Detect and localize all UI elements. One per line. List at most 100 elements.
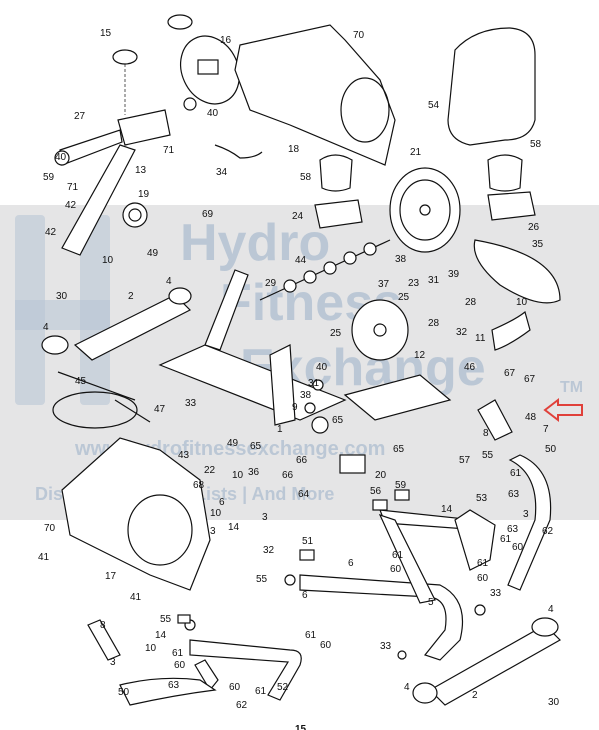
svg-text:29: 29 xyxy=(265,278,277,289)
svg-text:61: 61 xyxy=(255,686,267,697)
endcap-part-4-front xyxy=(41,335,69,355)
svg-text:71: 71 xyxy=(67,182,79,193)
svg-text:18: 18 xyxy=(288,144,300,155)
svg-text:47: 47 xyxy=(154,404,166,415)
svg-text:61: 61 xyxy=(172,648,184,659)
svg-text:60: 60 xyxy=(512,542,524,553)
svg-text:30: 30 xyxy=(548,697,560,708)
svg-text:8: 8 xyxy=(100,620,106,631)
seat-frame-part-5 xyxy=(299,509,482,661)
handle-part-50-left xyxy=(119,677,217,706)
svg-text:9: 9 xyxy=(292,402,298,413)
endcap-part-4-rear-left xyxy=(412,682,438,704)
watermark-line1: Hydro xyxy=(180,214,330,272)
svg-text:40: 40 xyxy=(316,362,328,373)
svg-text:43: 43 xyxy=(178,450,190,461)
bolt-part-47 xyxy=(114,399,151,423)
svg-text:48: 48 xyxy=(525,412,537,423)
svg-text:63: 63 xyxy=(507,524,519,535)
pedal-part-26 xyxy=(487,191,536,221)
svg-text:20: 20 xyxy=(375,470,387,481)
svg-text:30: 30 xyxy=(56,291,68,302)
svg-text:60: 60 xyxy=(320,640,332,651)
svg-text:27: 27 xyxy=(74,111,86,122)
svg-text:35: 35 xyxy=(532,239,544,250)
svg-text:10: 10 xyxy=(516,297,528,308)
svg-text:62: 62 xyxy=(236,700,248,711)
endcap-part-4-rear-right xyxy=(531,617,559,637)
svg-text:40: 40 xyxy=(55,152,67,163)
svg-text:3: 3 xyxy=(262,512,268,523)
svg-text:42: 42 xyxy=(45,227,57,238)
svg-text:2: 2 xyxy=(472,690,478,701)
flywheel-part-21 xyxy=(389,167,461,253)
svg-text:40: 40 xyxy=(207,108,219,119)
seat-back-part-54 xyxy=(447,27,536,146)
svg-text:57: 57 xyxy=(459,455,471,466)
nut-part-40 xyxy=(183,97,197,111)
knob-part-19 xyxy=(122,202,148,228)
svg-text:10: 10 xyxy=(210,508,222,519)
svg-text:56: 56 xyxy=(370,486,382,497)
svg-text:25: 25 xyxy=(330,328,342,339)
svg-text:70: 70 xyxy=(353,30,365,41)
svg-text:32: 32 xyxy=(263,545,275,556)
svg-text:36: 36 xyxy=(248,467,260,478)
pedal-part-24 xyxy=(314,199,363,229)
tube-part-8-right xyxy=(477,399,513,441)
svg-text:5: 5 xyxy=(428,597,434,608)
svg-text:58: 58 xyxy=(300,172,312,183)
svg-text:49: 49 xyxy=(227,438,239,449)
svg-text:23: 23 xyxy=(408,278,420,289)
svg-text:41: 41 xyxy=(38,552,50,563)
svg-text:65: 65 xyxy=(332,415,344,426)
svg-text:66: 66 xyxy=(296,455,308,466)
stabilizer-part-2-front xyxy=(73,294,192,361)
svg-text:61: 61 xyxy=(477,558,489,569)
svg-text:33: 33 xyxy=(490,588,502,599)
svg-text:41: 41 xyxy=(130,592,142,603)
seat-part-12 xyxy=(343,374,452,421)
svg-text:21: 21 xyxy=(410,147,422,158)
svg-text:61: 61 xyxy=(392,550,404,561)
svg-text:24: 24 xyxy=(292,211,304,222)
svg-text:4: 4 xyxy=(166,276,172,287)
upright-part-13 xyxy=(54,109,171,256)
svg-text:11: 11 xyxy=(475,333,486,344)
svg-text:17: 17 xyxy=(105,571,117,582)
watermark-trademark: TM xyxy=(560,379,583,396)
svg-text:65: 65 xyxy=(393,444,405,455)
svg-text:66: 66 xyxy=(282,470,294,481)
svg-text:3: 3 xyxy=(210,526,216,537)
svg-text:6: 6 xyxy=(219,497,225,508)
bearings-group xyxy=(283,242,377,293)
svg-text:38: 38 xyxy=(395,254,407,265)
svg-text:59: 59 xyxy=(395,480,407,491)
svg-text:70: 70 xyxy=(44,523,56,534)
svg-text:7: 7 xyxy=(543,424,549,435)
handle-part-53 xyxy=(454,509,496,571)
svg-text:4: 4 xyxy=(404,682,410,693)
svg-text:45: 45 xyxy=(75,376,87,387)
svg-text:54: 54 xyxy=(428,100,440,111)
svg-text:60: 60 xyxy=(477,573,489,584)
shroud-part-18 xyxy=(234,24,396,166)
wheel-part-37 xyxy=(351,299,409,361)
svg-text:22: 22 xyxy=(204,465,216,476)
svg-text:26: 26 xyxy=(528,222,540,233)
endcap-part-4-top xyxy=(168,287,192,305)
svg-text:67: 67 xyxy=(504,368,516,379)
handle-part-50-right xyxy=(507,454,552,591)
svg-text:58: 58 xyxy=(530,139,542,150)
svg-text:14: 14 xyxy=(441,504,453,515)
part-labels: 15 16 70 54 27 40 58 40 71 18 71 59 13 3… xyxy=(38,28,560,711)
watermark-logo xyxy=(15,215,110,405)
overlay-part-15 xyxy=(112,14,193,115)
svg-text:33: 33 xyxy=(380,641,392,652)
svg-text:6: 6 xyxy=(302,590,308,601)
svg-text:3: 3 xyxy=(110,657,116,668)
svg-text:68: 68 xyxy=(193,480,205,491)
svg-text:55: 55 xyxy=(482,450,494,461)
svg-text:42: 42 xyxy=(65,200,77,211)
frame-part-1 xyxy=(158,269,347,426)
